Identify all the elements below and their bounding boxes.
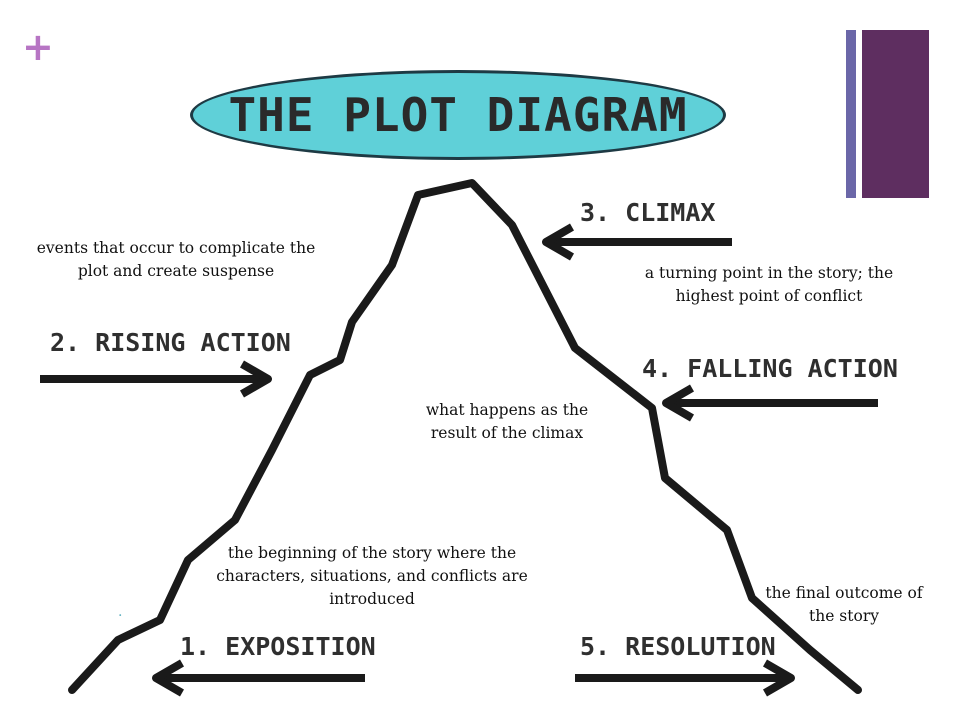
- stage-label-resolution: 5. RESOLUTION: [580, 632, 776, 661]
- description-climax: a turning point in the story; the highes…: [644, 264, 894, 305]
- rising-action-arrow: [40, 360, 272, 398]
- plot-curve: [68, 179, 862, 694]
- description-resolution: the final outcome of the story: [765, 584, 923, 625]
- stage-label-climax: 3. CLIMAX: [580, 198, 716, 227]
- title-oval: THE PLOT DIAGRAM: [190, 70, 726, 160]
- stage-label-falling-action: 4. FALLING ACTION: [642, 354, 898, 383]
- description-exposition: the beginning of the story where the cha…: [216, 544, 528, 608]
- exposition-arrow: [152, 659, 365, 697]
- description-falling-action: what happens as the result of the climax: [425, 401, 589, 442]
- resolution-arrow: [575, 659, 795, 697]
- stage-label-exposition: 1. EXPOSITION: [180, 632, 376, 661]
- plus-icon: +: [22, 25, 54, 69]
- decor-dot: .: [118, 604, 123, 620]
- accent-bar-thick: [862, 30, 929, 198]
- climax-arrow: [542, 223, 732, 261]
- stage-label-rising-action: 2. RISING ACTION: [50, 328, 291, 357]
- accent-bar-thin: [846, 30, 856, 198]
- falling-action-arrow: [662, 384, 878, 422]
- description-rising-action: events that occur to complicate the plot…: [36, 239, 316, 280]
- diagram-title: THE PLOT DIAGRAM: [228, 88, 688, 142]
